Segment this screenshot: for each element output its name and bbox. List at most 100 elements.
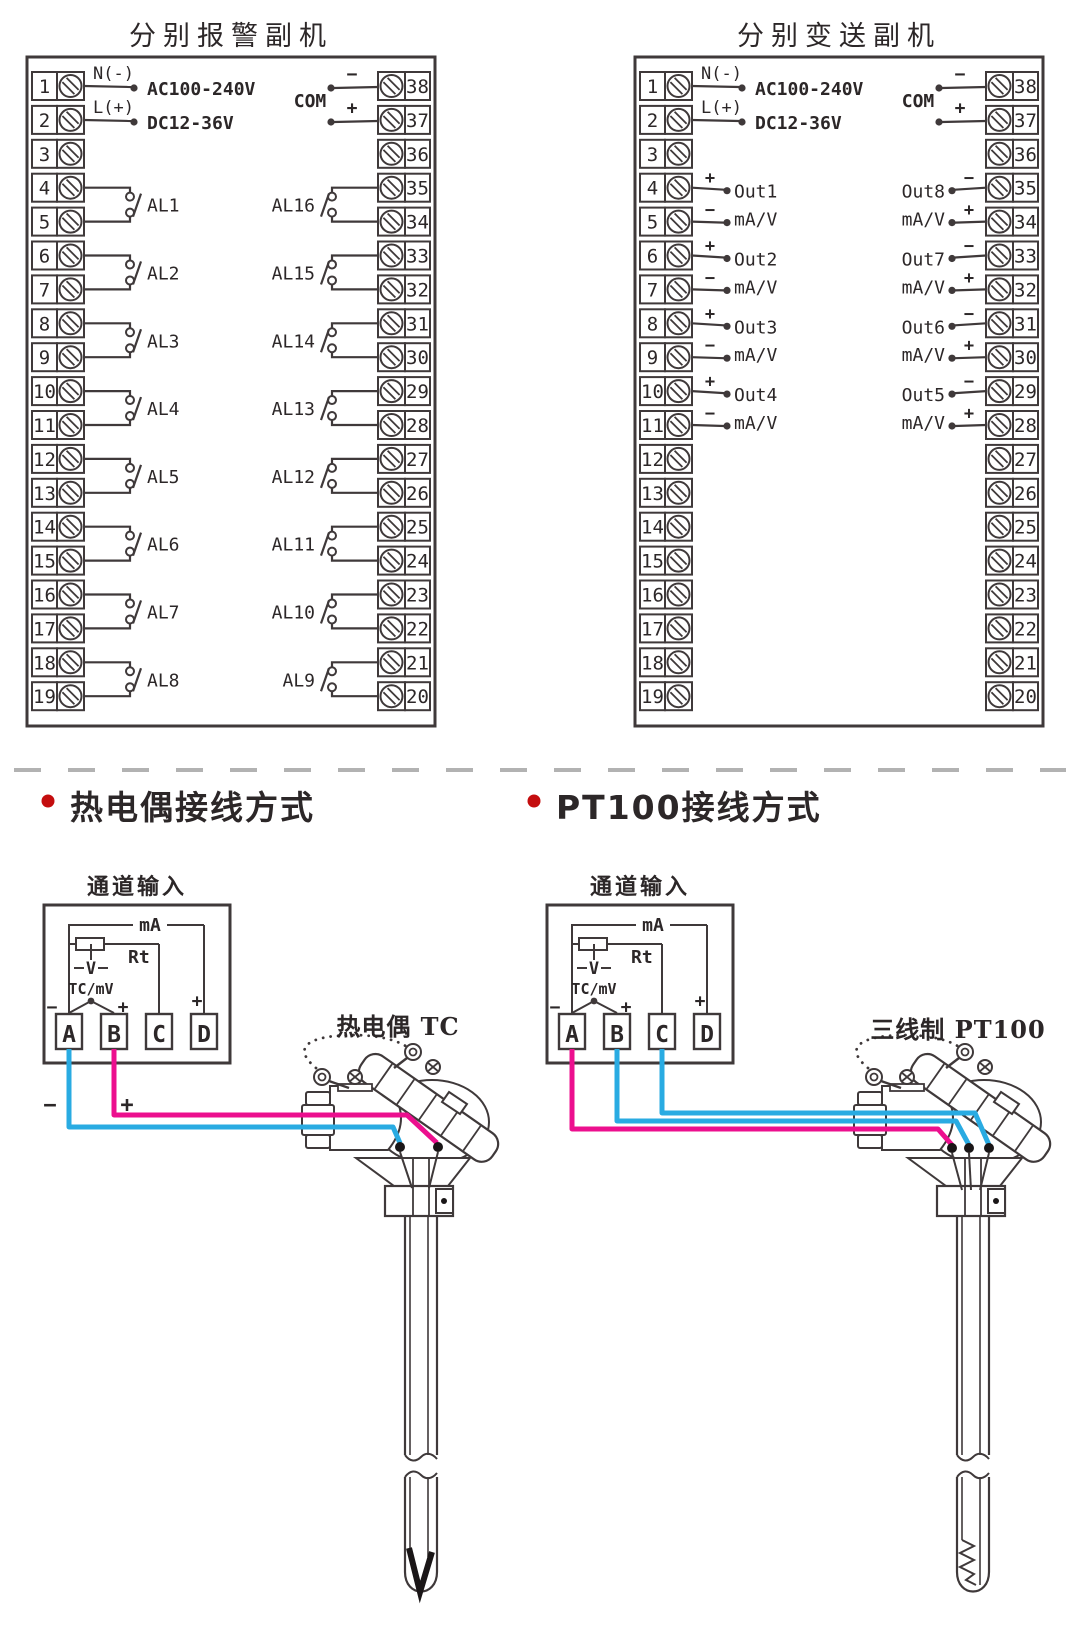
screw-terminal-icon: [664, 274, 693, 305]
screw-terminal-icon: [377, 240, 406, 271]
screw-terminal-icon: [664, 545, 693, 576]
screw-terminal-icon: [664, 647, 693, 678]
terminal-number: 11: [641, 415, 664, 437]
output-sign: −: [705, 336, 715, 356]
terminal-number: 25: [1014, 517, 1037, 539]
screw-terminal-icon: [664, 511, 693, 542]
screw-terminal-icon: [664, 308, 693, 339]
output-sign: −: [964, 304, 974, 324]
screw-terminal-icon: [56, 71, 85, 101]
alarm-pair-label: AL6: [147, 535, 180, 556]
output-unit: mA/V: [902, 413, 946, 434]
screw-terminal-icon: [56, 647, 85, 678]
wire-plus-label: +: [120, 1093, 133, 1118]
screw-terminal-icon: [664, 206, 693, 237]
terminal-number: 26: [1014, 483, 1037, 505]
alarm-pair-label: AL3: [147, 331, 180, 352]
terminal-number: 9: [647, 347, 658, 369]
screw-terminal-icon: [985, 511, 1014, 542]
terminal-number: 29: [406, 381, 429, 403]
screw-terminal-icon: [985, 274, 1014, 305]
screw-terminal-icon: [377, 443, 406, 474]
eyelet-screw-icon: [404, 1043, 422, 1061]
screw-terminal-icon: [985, 308, 1014, 339]
pt100-wire-blue-b: [614, 1049, 972, 1147]
screw-terminal-icon: [56, 443, 85, 474]
terminal-number: 30: [406, 347, 429, 369]
power-voltage-dc: DC12-36V: [147, 113, 234, 134]
tc-wire-polarity-labels: −+: [43, 1093, 133, 1118]
screw-terminal-icon: [56, 376, 85, 407]
terminal-number: 16: [641, 585, 664, 607]
screw-terminal-icon: [56, 511, 85, 542]
screw-terminal-icon: [985, 579, 1014, 610]
terminal-number: 35: [406, 178, 429, 200]
pt100-section-heading: PT100接线方式: [556, 788, 822, 827]
terminal-number: 34: [1014, 212, 1037, 234]
alarm-pair-label: AL12: [272, 467, 315, 488]
eyelet-screw-icon: [956, 1043, 974, 1061]
channel-terminal-letter: B: [107, 1022, 121, 1048]
terminal-number: 33: [1014, 246, 1037, 268]
terminal-number: 28: [406, 415, 429, 437]
screw-terminal-icon: [56, 342, 85, 373]
tc-sensor-illustration: [301, 1033, 500, 1604]
screw-terminal-icon: [377, 104, 406, 135]
terminal-number: 15: [33, 551, 56, 573]
output-sign: +: [705, 372, 715, 392]
screw-terminal-icon: [985, 545, 1014, 576]
ma-label: mA: [642, 915, 664, 936]
terminal-number: 3: [647, 144, 658, 166]
terminal-number: 24: [406, 551, 429, 573]
output-sign: +: [964, 201, 974, 221]
channel-terminal-letter: A: [565, 1022, 579, 1048]
terminal-number: 13: [33, 483, 56, 505]
terminal-number: 9: [39, 347, 50, 369]
alarm-pair-label: AL9: [282, 670, 315, 691]
terminal-number: 32: [406, 279, 429, 301]
output-name: Out8: [902, 182, 945, 203]
sign-plus: +: [192, 991, 203, 1012]
hex-fitting-icon: [857, 1091, 883, 1106]
output-unit: mA/V: [734, 210, 778, 231]
screw-terminal-icon: [56, 579, 85, 610]
output-name: Out1: [734, 182, 777, 203]
terminal-number: 12: [641, 449, 664, 471]
screw-terminal-icon: [985, 240, 1014, 271]
output-unit: mA/V: [734, 345, 778, 366]
output-unit: mA/V: [902, 345, 946, 366]
com-label: COM: [902, 91, 935, 112]
terminal-number: 11: [33, 415, 56, 437]
terminal-number: 21: [1014, 652, 1037, 674]
terminal-number: 10: [641, 381, 664, 403]
v-label: V: [86, 959, 96, 979]
alarm-pair-label: AL16: [272, 196, 315, 217]
output-sign: −: [705, 404, 715, 424]
alarm-pair-label: AL13: [272, 399, 315, 420]
terminal-number: 31: [1014, 313, 1037, 335]
tc-mv-label: TC/mV: [68, 980, 113, 998]
wire-minus-label: −: [43, 1093, 56, 1118]
rt-label: Rt: [128, 947, 150, 968]
terminal-number: 12: [33, 449, 56, 471]
tc-section-heading: 热电偶接线方式: [70, 788, 315, 827]
alarm-pair-label: AL5: [147, 467, 180, 488]
screw-terminal-icon: [377, 342, 406, 373]
alarm-pair-label: AL7: [147, 602, 180, 623]
tc-mv-label: TC/mV: [571, 980, 616, 998]
pt100-wire-pink-a: [569, 1049, 954, 1147]
screw-terminal-icon: [664, 104, 693, 135]
power-l-label: L(+): [701, 98, 742, 118]
screw-terminal-icon: [985, 138, 1014, 169]
terminal-number: 27: [406, 449, 429, 471]
screw-terminal-icon: [664, 71, 693, 101]
screw-terminal-icon: [377, 477, 406, 508]
terminal-number: 23: [406, 585, 429, 607]
terminal-number: 5: [39, 212, 50, 234]
output-name: Out7: [902, 250, 945, 271]
rt-label: Rt: [631, 947, 653, 968]
ma-label: mA: [139, 915, 161, 936]
alarm-pair-label: AL1: [147, 196, 180, 217]
screw-terminal-icon: [56, 308, 85, 339]
